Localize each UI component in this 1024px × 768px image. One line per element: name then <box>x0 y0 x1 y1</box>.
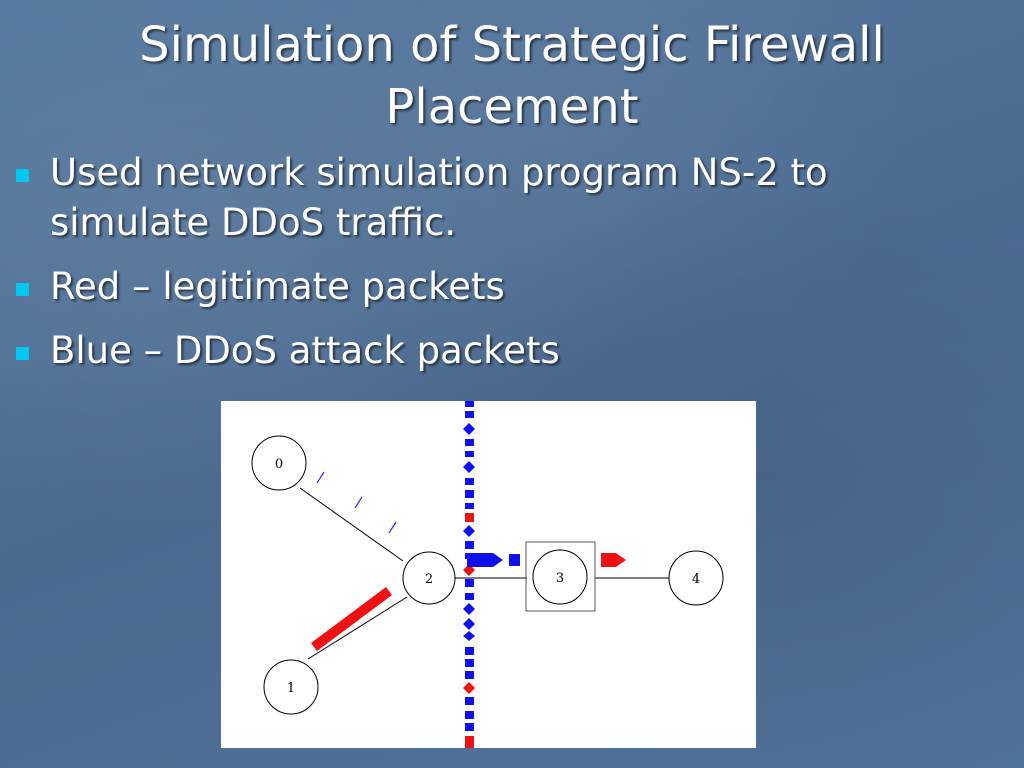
bullet-text: Used network simulation program NS-2 to … <box>50 151 828 244</box>
node-2: 2 <box>402 551 456 605</box>
node-label: 1 <box>287 681 295 696</box>
square-bullet-icon <box>16 169 29 182</box>
node-label: 4 <box>692 572 700 587</box>
node-1: 1 <box>263 659 319 715</box>
link-1-2 <box>307 596 408 660</box>
slide-title: Simulation of Strategic Firewall Placeme… <box>139 17 885 135</box>
bullet-list: Used network simulation program NS-2 to … <box>12 148 992 390</box>
bullet-item: Red – legitimate packets <box>12 262 992 312</box>
node-0: 0 <box>251 435 307 491</box>
attack-packets-link-0-2 <box>316 471 397 534</box>
link-0-2 <box>299 487 404 562</box>
node-label: 3 <box>556 571 564 586</box>
network-diagram-svg: 0 1 2 3 4 <box>251 401 724 748</box>
bullet-item: Used network simulation program NS-2 to … <box>12 148 992 248</box>
bullet-item: Blue – DDoS attack packets <box>12 326 992 376</box>
node-label: 0 <box>275 457 283 472</box>
bullet-text: Red – legitimate packets <box>50 265 505 308</box>
legitimate-packet-link-3-4 <box>601 553 626 567</box>
network-diagram: 0 1 2 3 4 <box>221 401 756 748</box>
square-bullet-icon <box>16 347 29 360</box>
legitimate-packets-link-1-2 <box>311 586 392 652</box>
node-4: 4 <box>668 550 724 606</box>
firewall-box <box>525 541 596 612</box>
node-3: 3 <box>532 549 588 605</box>
node-label: 2 <box>425 572 433 587</box>
attack-packets-link-2-3 <box>467 553 520 567</box>
packet-queue-column <box>463 401 475 748</box>
square-bullet-icon <box>16 283 29 296</box>
bullet-text: Blue – DDoS attack packets <box>50 329 560 372</box>
